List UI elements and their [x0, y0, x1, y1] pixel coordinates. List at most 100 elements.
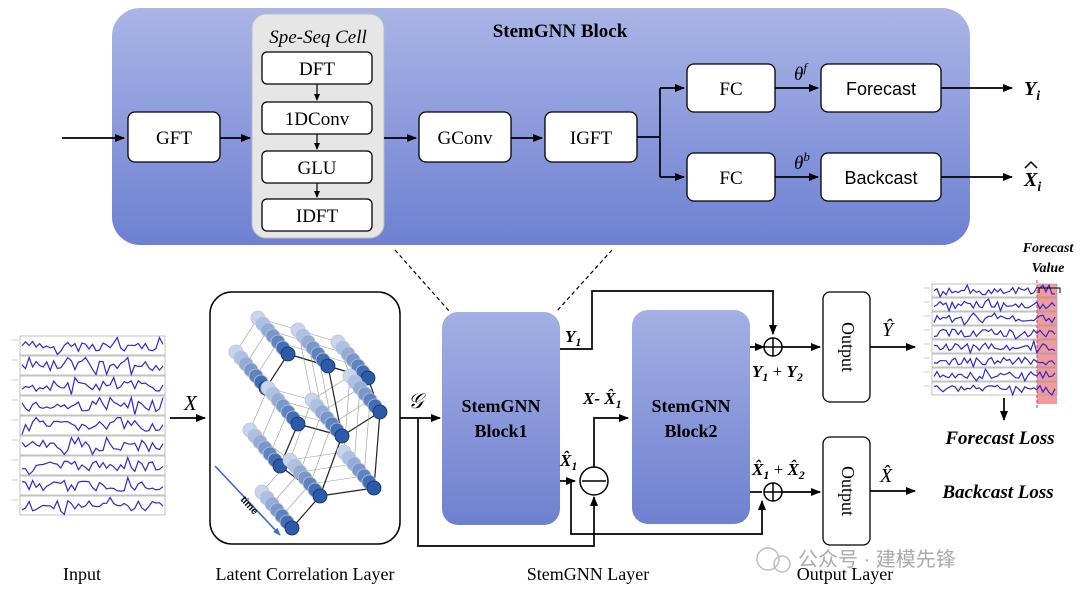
gconv-box: [418, 111, 512, 163]
x1hat-to-sum-bottom-path: [570, 481, 766, 535]
gconv-label: GConv: [438, 128, 493, 149]
theta-b-label: θb: [794, 149, 810, 174]
graph-node: [284, 520, 300, 536]
stemgnn-layer-label: StemGNN Layer: [527, 564, 649, 584]
watermark: 公众号 · 建模先锋: [756, 547, 956, 573]
y-i-output: Yi: [1024, 78, 1040, 104]
graph-edge: [299, 411, 323, 473]
series-line: [933, 367, 1056, 383]
block1-line1: StemGNN: [462, 396, 541, 416]
series-line: [933, 356, 1056, 369]
series-frame: [19, 455, 166, 476]
series-frame: [931, 339, 1058, 354]
output-top-label: Output: [838, 322, 858, 372]
watermark-text: 公众号 · 建模先锋: [798, 548, 956, 571]
svg-text:Xi: Xi: [1023, 169, 1041, 195]
y1-label: Y1: [565, 327, 581, 349]
x-minus-x1-label: X- X̂1: [582, 389, 622, 411]
backcast-loss-label: Backcast Loss: [941, 482, 1053, 503]
x-hat-label: X̂: [879, 464, 893, 487]
forecast-value-line1: Forecast: [1022, 241, 1075, 256]
graph-edge: [363, 399, 371, 477]
time-arrow: [214, 465, 281, 536]
forecast-highlight: [1037, 284, 1057, 404]
block2-line1: StemGNN: [652, 396, 731, 416]
fc-top-label: FC: [719, 79, 742, 100]
series-line: [933, 283, 1056, 299]
zoom-line-left: [394, 249, 451, 313]
conv1d-label: 1DConv: [285, 109, 350, 130]
series-line: [21, 355, 164, 377]
series-frame: [19, 335, 166, 356]
series-line: [21, 436, 164, 456]
graph-edge: [309, 475, 365, 485]
series-line: [21, 496, 164, 516]
graph-node: [312, 488, 328, 504]
graph-node: [366, 480, 382, 496]
idft-label: IDFT: [296, 206, 339, 227]
series-frame: [19, 475, 166, 496]
graph-node: [320, 358, 336, 374]
graph-edge: [299, 463, 355, 473]
gft-box: [127, 111, 221, 163]
forecast-loss-label: Forecast Loss: [944, 428, 1054, 449]
series-frame: [19, 375, 166, 396]
graph-edge: [309, 423, 333, 485]
series-frame: [931, 297, 1058, 312]
series-line: [933, 328, 1056, 340]
block1-line2: Block1: [474, 421, 527, 441]
series-frame: [19, 415, 166, 436]
forecast-label: Forecast: [846, 79, 916, 99]
sum-node-bottom: [763, 482, 783, 502]
output-layer-label: Output Layer: [797, 564, 893, 584]
sum-node-top: [763, 337, 783, 357]
series-frame: [931, 381, 1058, 396]
x-i-hat-caret: [1024, 160, 1038, 169]
fc-bottom-label: FC: [719, 168, 742, 189]
series-line: [21, 336, 164, 356]
stemgnn-block-detail: StemGNN Block GFT Spe-Seq Cell DFT 1DCon…: [62, 8, 1041, 245]
graph-edge: [311, 375, 351, 401]
graph-node: [290, 416, 306, 432]
y-hat-label: Ŷ: [882, 318, 895, 341]
series-frame: [19, 495, 166, 516]
series-line: [934, 338, 1056, 355]
spe-seq-title: Spe-Seq Cell: [269, 27, 367, 48]
series-frame: [931, 353, 1058, 368]
series-frame: [931, 311, 1058, 326]
series-frame: [931, 283, 1058, 298]
stemgnn-block2: [632, 310, 750, 524]
graph-edge: [321, 387, 361, 413]
series-line: [933, 312, 1056, 327]
residual-to-block2-arrow: [593, 414, 629, 467]
graph-edge: [319, 487, 375, 497]
output-bottom-label: Output: [838, 466, 858, 516]
latent-layer-label: Latent Correlation Layer: [216, 564, 395, 584]
wechat-icon: [756, 547, 780, 571]
x-i-hat-output: Xi: [1023, 160, 1041, 195]
y1-path: [560, 290, 777, 350]
glu-label: GLU: [297, 158, 336, 179]
series-frame: [931, 325, 1058, 340]
graph-edge: [259, 399, 279, 443]
graph-edge: [289, 451, 345, 461]
series-line: [933, 384, 1056, 397]
skip-x-to-minus-path: [417, 418, 598, 547]
dft-label: DFT: [299, 59, 335, 80]
zoom-line-right: [555, 249, 613, 313]
series-line: [21, 416, 164, 435]
series-line: [21, 455, 164, 476]
series-line: [933, 298, 1056, 313]
graph-node: [280, 346, 296, 362]
forecast-value-bracket: [1038, 287, 1061, 293]
forecast-time-series: [924, 280, 1058, 408]
idft-box: [261, 198, 373, 232]
g-symbol: 𝒢: [408, 389, 426, 413]
stemgnn-block-title: StemGNN Block: [493, 21, 628, 42]
graph-edge: [353, 387, 361, 465]
igft-label: IGFT: [570, 128, 613, 149]
graph-node: [334, 428, 350, 444]
graph-edge: [341, 411, 381, 437]
series-line: [21, 475, 164, 493]
y1-plus-y2-label: Y1 + Y2: [752, 362, 803, 384]
